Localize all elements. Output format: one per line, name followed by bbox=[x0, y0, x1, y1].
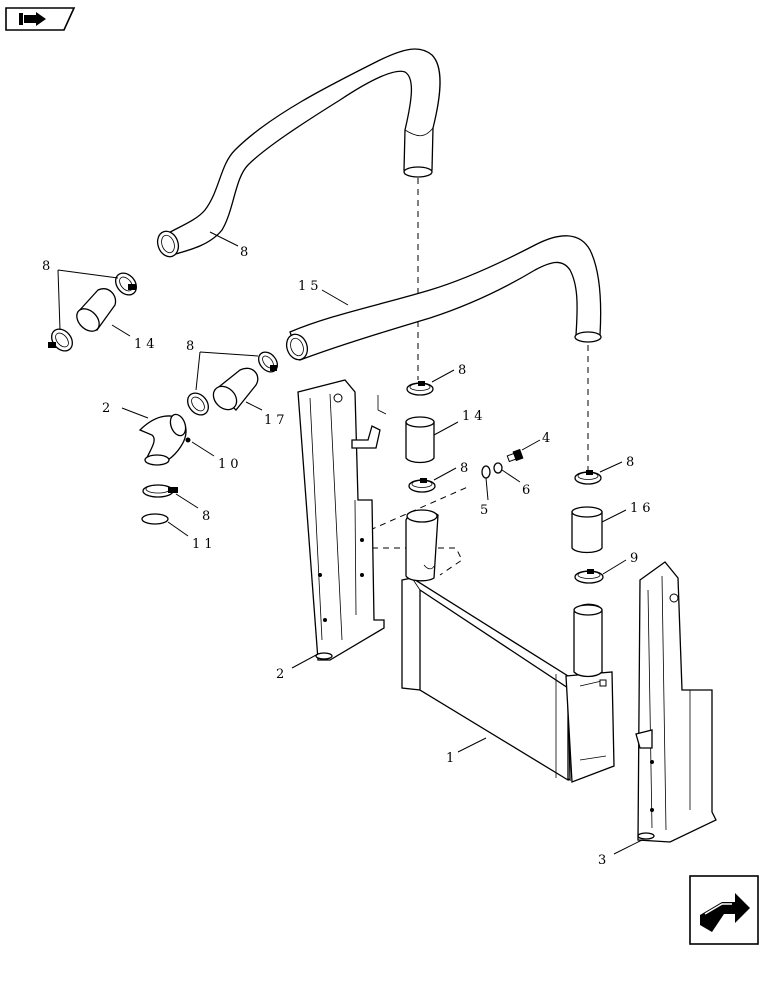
gasket-13 bbox=[141, 513, 169, 525]
callout-14b: 14 bbox=[462, 409, 487, 424]
clamp-8-right-top bbox=[574, 470, 602, 485]
leader-9 bbox=[209, 231, 239, 247]
clamp-11 bbox=[142, 484, 178, 498]
callout-3: 3 bbox=[598, 853, 610, 868]
bolt-4 bbox=[506, 448, 524, 463]
elbow-10 bbox=[138, 413, 187, 466]
leader-8 bbox=[57, 269, 119, 279]
callout-8d: 8 bbox=[460, 461, 472, 476]
leader-10 bbox=[121, 407, 149, 419]
callout-1: 1 bbox=[446, 751, 458, 766]
charge-air-cooler-1 bbox=[401, 509, 615, 783]
leader-4 bbox=[521, 439, 541, 451]
leader-12 bbox=[191, 441, 215, 457]
clamp-8-mid-upper bbox=[257, 351, 279, 373]
clamp-8-center-top bbox=[406, 381, 434, 396]
callout-2: 2 bbox=[276, 667, 288, 682]
clamp-8-center-bottom bbox=[408, 478, 436, 493]
book-back-icon bbox=[19, 12, 46, 26]
bracket-3 bbox=[635, 561, 717, 843]
bracket-2 bbox=[297, 379, 387, 661]
leader-2 bbox=[291, 653, 319, 669]
callout-9: 8 bbox=[240, 245, 252, 260]
forward-nav-button[interactable] bbox=[689, 875, 759, 945]
hose-17 bbox=[212, 367, 259, 411]
callout-8c: 8 bbox=[458, 363, 470, 378]
hose-9 bbox=[156, 48, 441, 258]
callout-8f: 9 bbox=[630, 551, 642, 566]
callout-6: 6 bbox=[522, 483, 534, 498]
callout-4: 4 bbox=[542, 431, 554, 446]
leader-14 bbox=[111, 324, 131, 337]
forward-arrow-icon bbox=[700, 893, 750, 932]
washer-5 bbox=[481, 465, 491, 479]
screw-12 bbox=[185, 437, 191, 443]
callout-10: 2 bbox=[102, 401, 114, 416]
leader-14 bbox=[433, 421, 459, 436]
washer-6 bbox=[493, 462, 503, 474]
callout-8e: 8 bbox=[626, 455, 638, 470]
callout-8b: 8 bbox=[186, 339, 198, 354]
callout-15: 15 bbox=[298, 279, 323, 294]
callout-16: 16 bbox=[630, 501, 655, 516]
hose-14-center bbox=[405, 416, 435, 464]
hose-15 bbox=[285, 235, 602, 361]
leader-8 bbox=[431, 369, 455, 383]
leader-8 bbox=[599, 461, 623, 473]
leader-3 bbox=[613, 839, 643, 855]
leader-17 bbox=[245, 401, 263, 411]
callout-14a: 14 bbox=[134, 337, 159, 352]
leader-8 bbox=[199, 351, 259, 357]
leader-8 bbox=[602, 559, 627, 575]
callout-13: 11 bbox=[192, 537, 217, 552]
hose-14-left bbox=[76, 288, 117, 332]
leader-5 bbox=[485, 477, 489, 501]
leader-8 bbox=[195, 351, 201, 391]
leader-16 bbox=[601, 509, 627, 523]
clamp-8-mid-lower bbox=[187, 392, 209, 416]
leader-8 bbox=[57, 269, 61, 331]
callout-5: 5 bbox=[480, 503, 492, 518]
clamp-8-upper-left bbox=[115, 272, 137, 296]
leader-13 bbox=[167, 521, 189, 537]
leader-11 bbox=[175, 493, 199, 509]
callout-8a: 8 bbox=[42, 259, 54, 274]
leader-1 bbox=[457, 737, 487, 753]
clamp-8-right-bottom bbox=[574, 569, 604, 584]
clamp-8-lower-left bbox=[48, 328, 73, 352]
assembly-line bbox=[372, 547, 463, 576]
callout-12: 10 bbox=[218, 457, 243, 472]
back-nav-button[interactable] bbox=[5, 7, 76, 31]
callout-11: 8 bbox=[202, 509, 214, 524]
hose-16 bbox=[571, 506, 603, 554]
leader-6 bbox=[501, 469, 521, 483]
assembly-line bbox=[369, 485, 471, 531]
leader-15 bbox=[321, 289, 349, 306]
callout-17: 17 bbox=[264, 413, 289, 428]
leader-8 bbox=[433, 467, 457, 481]
